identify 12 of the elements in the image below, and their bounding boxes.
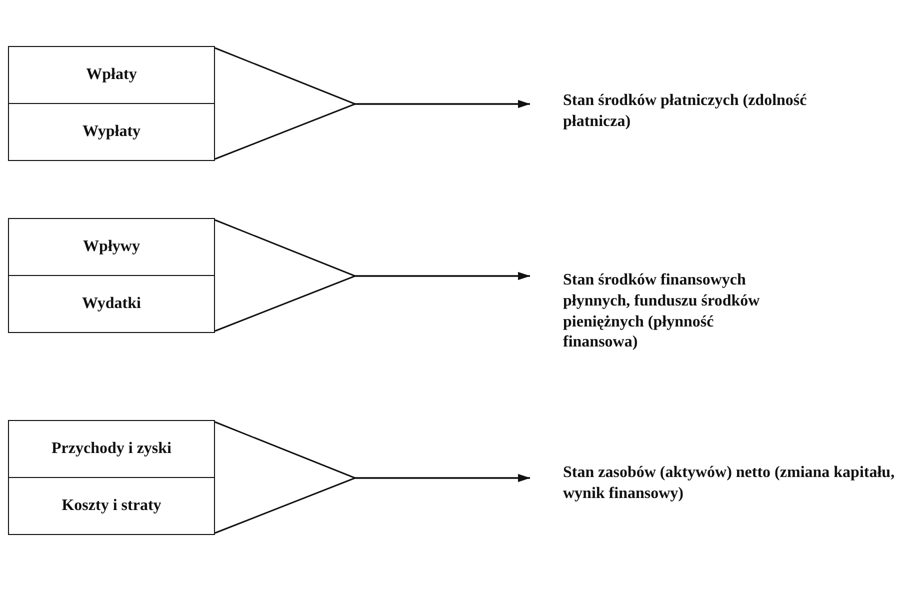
result-text: Stan środków płatniczych (zdolność płatnicza) — [563, 91, 833, 133]
process-box: Wpływy — [8, 218, 215, 276]
process-box: Koszty i straty — [8, 477, 215, 535]
process-box: Wypłaty — [8, 103, 215, 161]
arrow — [214, 474, 530, 534]
process-box: Wydatki — [8, 275, 215, 333]
process-box: Przychody i zyski — [8, 420, 215, 478]
result-text: Stan środków finansowych płynnych, funduszu środków pieniężnych (płynność finansowa) — [563, 270, 783, 354]
result-text: Stan zasobów (aktywów) netto (zmiana kapitału, wynik finansowy) — [563, 463, 903, 505]
arrow — [214, 100, 530, 160]
arrow — [214, 272, 530, 332]
process-box: Wpłaty — [8, 46, 215, 104]
